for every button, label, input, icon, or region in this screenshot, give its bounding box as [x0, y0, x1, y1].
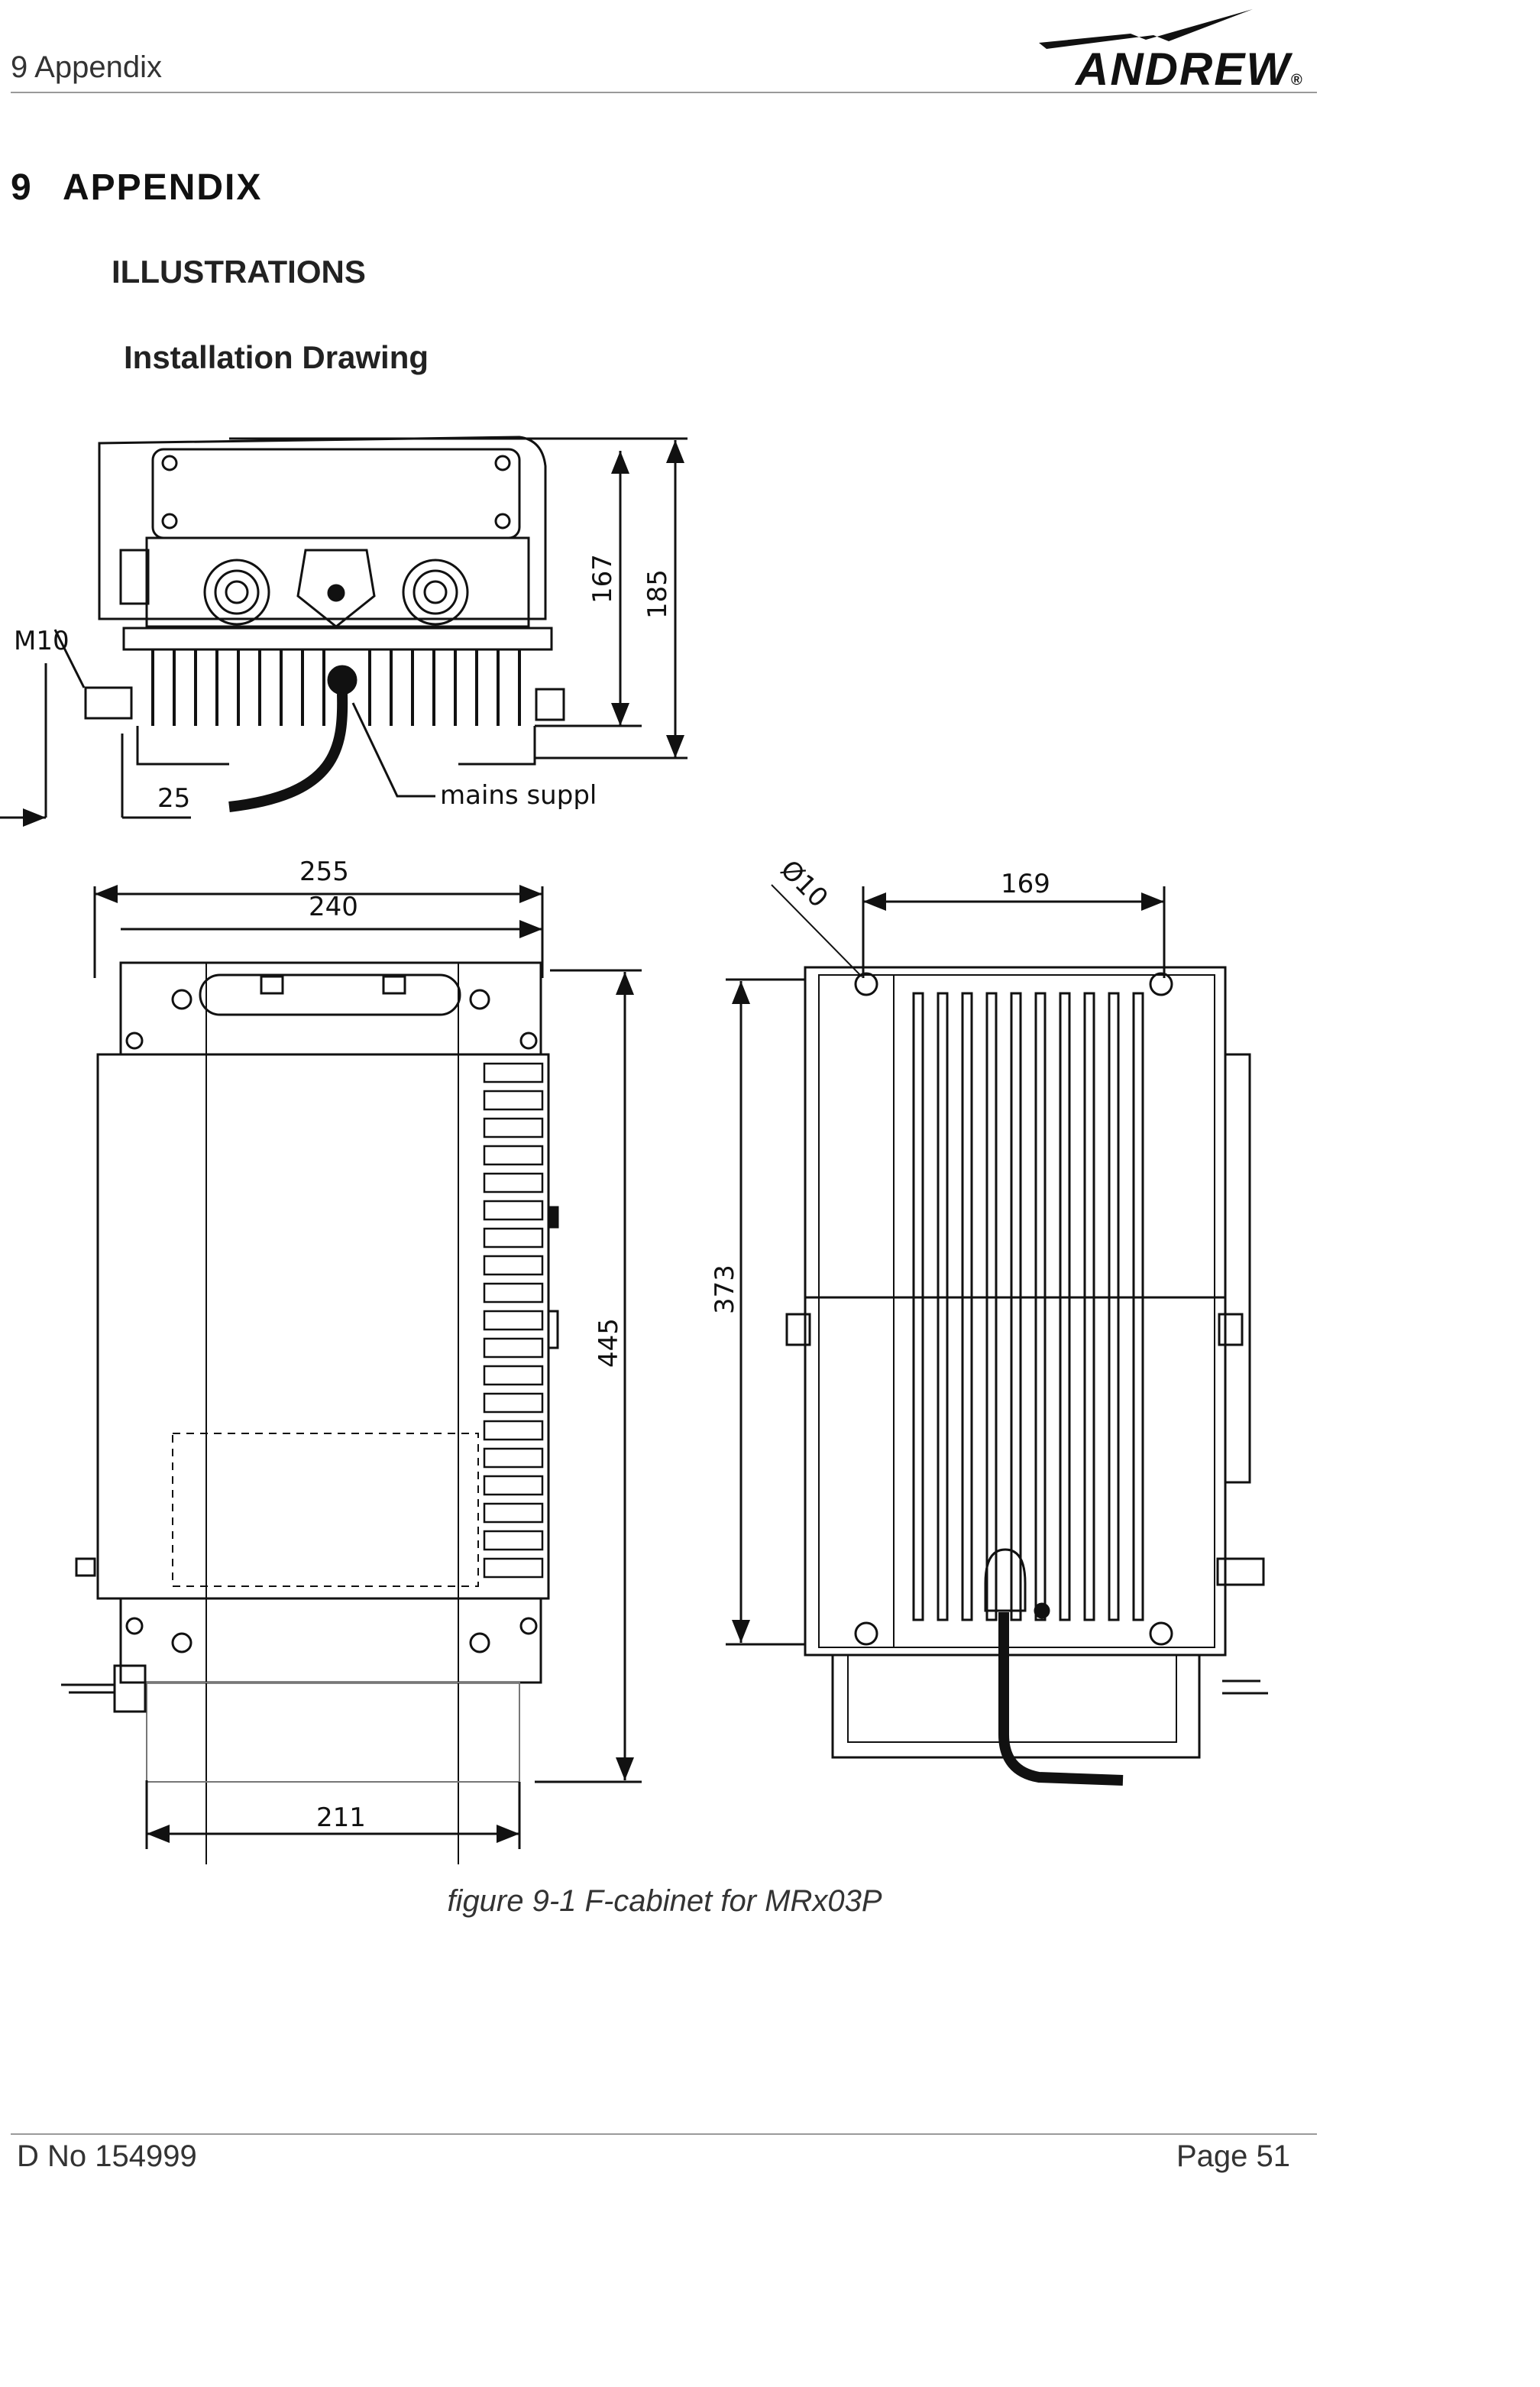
- label-dim-211: 211: [316, 1802, 366, 1833]
- section-title: ILLUSTRATIONS: [112, 254, 366, 290]
- side-view: [0, 436, 688, 827]
- rear-view: [726, 884, 1268, 1786]
- label-dim-167: 167: [587, 554, 618, 604]
- footer-rule: [11, 2133, 1317, 2135]
- label-dim-25: 25: [157, 783, 190, 814]
- label-m10: M10: [14, 626, 70, 656]
- page-number: Page 51: [1176, 2139, 1291, 2173]
- lightning-bolt-icon: [1039, 9, 1253, 49]
- label-dim-169: 169: [1001, 869, 1050, 899]
- label-dim-255: 255: [299, 857, 349, 887]
- chapter-number: 9: [11, 167, 31, 208]
- label-dim-373: 373: [710, 1265, 740, 1314]
- chapter-title: APPENDIX: [63, 167, 263, 208]
- running-header: 9 Appendix: [11, 50, 162, 84]
- andrew-logo: ANDREW®: [1016, 6, 1322, 95]
- label-hole-diameter: Ø10: [775, 854, 834, 914]
- figure-caption: figure 9-1 F-cabinet for MRx03P: [447, 1884, 882, 1918]
- header-rule: [11, 92, 1317, 93]
- subsection-title: Installation Drawing: [124, 339, 429, 375]
- label-dim-185: 185: [642, 569, 673, 619]
- label-mains-supply: mains suppl: [440, 780, 597, 811]
- installation-drawing: M10 25 167 185 mains suppl 255 240 445 2…: [0, 436, 1268, 1864]
- label-dim-240: 240: [309, 892, 358, 922]
- logo-text: ANDREW®: [1076, 44, 1304, 95]
- label-dim-445: 445: [594, 1318, 624, 1368]
- document-number: D No 154999: [17, 2139, 197, 2173]
- front-view: [61, 885, 642, 1864]
